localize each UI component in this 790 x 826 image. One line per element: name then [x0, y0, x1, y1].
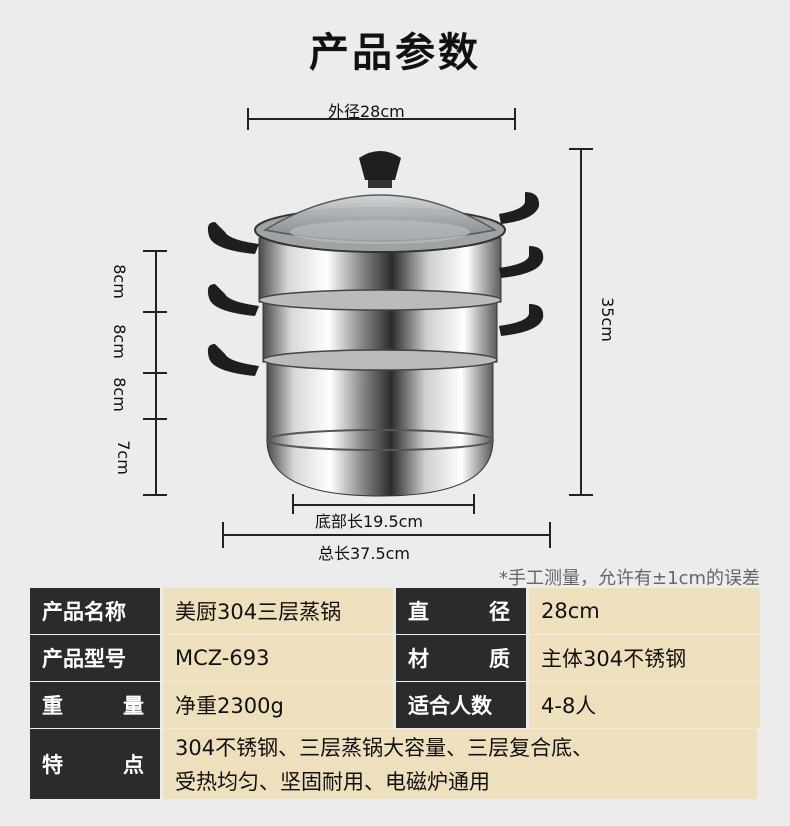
page-title: 产品参数: [309, 30, 481, 76]
people-value: 4-8人: [529, 682, 760, 728]
bottom-length-line: [292, 504, 474, 506]
spec-row-name: 产品名称 美厨304三层蒸锅 直 径 28cm: [30, 588, 760, 634]
base-label: 7cm: [113, 440, 133, 475]
height-tick-top: [569, 148, 593, 150]
diameter-label-char1: 直: [408, 600, 429, 624]
feature-label: 特 点: [30, 729, 160, 799]
people-label: 适合人数: [396, 682, 526, 728]
product-name-label: 产品名称: [30, 588, 160, 634]
feature-label-char1: 特: [42, 753, 63, 777]
bottom-length-tick-right: [473, 494, 475, 514]
product-name-value: 美厨304三层蒸锅: [163, 588, 393, 634]
layer-tick-5: [143, 494, 167, 496]
layer-tick-1: [143, 250, 167, 252]
spec-table: 产品名称 美厨304三层蒸锅 直 径 28cm 产品型号 MCZ-693 材 质…: [30, 588, 760, 800]
outer-diameter-label: 外径28cm: [328, 102, 405, 121]
material-label-char1: 材: [408, 647, 429, 671]
bottom-length-tick-left: [292, 494, 294, 514]
spec-row-model: 产品型号 MCZ-693 材 质 主体304不锈钢: [30, 635, 760, 681]
layer3-label: 8cm: [109, 377, 129, 412]
spec-row-weight: 重 量 净重2300g 适合人数 4-8人: [30, 682, 760, 728]
total-length-tick-right: [549, 522, 551, 548]
height-tick-bottom: [569, 494, 593, 496]
material-label: 材 质: [396, 635, 526, 681]
bottom-length-label: 底部长19.5cm: [315, 512, 424, 531]
total-length-label: 总长37.5cm: [318, 544, 411, 563]
feature-label-char2: 点: [123, 753, 144, 777]
weight-value: 净重2300g: [163, 682, 393, 728]
layer1-label: 8cm: [109, 264, 129, 299]
feature-line-1: 304不锈钢、三层蒸锅大容量、三层复合底、: [175, 736, 594, 760]
material-value: 主体304不锈钢: [529, 635, 760, 681]
height-line: [580, 148, 582, 495]
model-value: MCZ-693: [163, 635, 393, 681]
height-label: 35cm: [597, 297, 617, 342]
layer-tick-3: [143, 372, 167, 374]
layer-tick-2: [143, 311, 167, 313]
total-length-line: [222, 534, 550, 536]
weight-label: 重 量: [30, 682, 160, 728]
model-label: 产品型号: [30, 635, 160, 681]
diameter-label: 直 径: [396, 588, 526, 634]
measurement-note: *手工测量，允许有±1cm的误差: [499, 568, 760, 589]
diameter-label-char2: 径: [489, 600, 510, 624]
spec-row-features: 特 点 304不锈钢、三层蒸锅大容量、三层复合底、 受热均匀、坚固耐用、电磁炉通…: [30, 729, 760, 799]
weight-label-char2: 量: [123, 694, 144, 718]
feature-value: 304不锈钢、三层蒸锅大容量、三层复合底、 受热均匀、坚固耐用、电磁炉通用: [163, 729, 757, 799]
weight-label-char1: 重: [42, 694, 63, 718]
steamer-pot-image: [207, 151, 544, 497]
diameter-value: 28cm: [529, 588, 760, 634]
feature-line-2: 受热均匀、坚固耐用、电磁炉通用: [175, 770, 490, 794]
material-label-char2: 质: [489, 647, 510, 671]
outer-diameter-line: [247, 118, 515, 120]
layer2-label: 8cm: [109, 324, 129, 359]
outer-diameter-tick-right: [514, 108, 516, 130]
layer-tick-4: [143, 418, 167, 420]
outer-diameter-tick-left: [247, 108, 249, 130]
total-length-tick-left: [222, 522, 224, 548]
